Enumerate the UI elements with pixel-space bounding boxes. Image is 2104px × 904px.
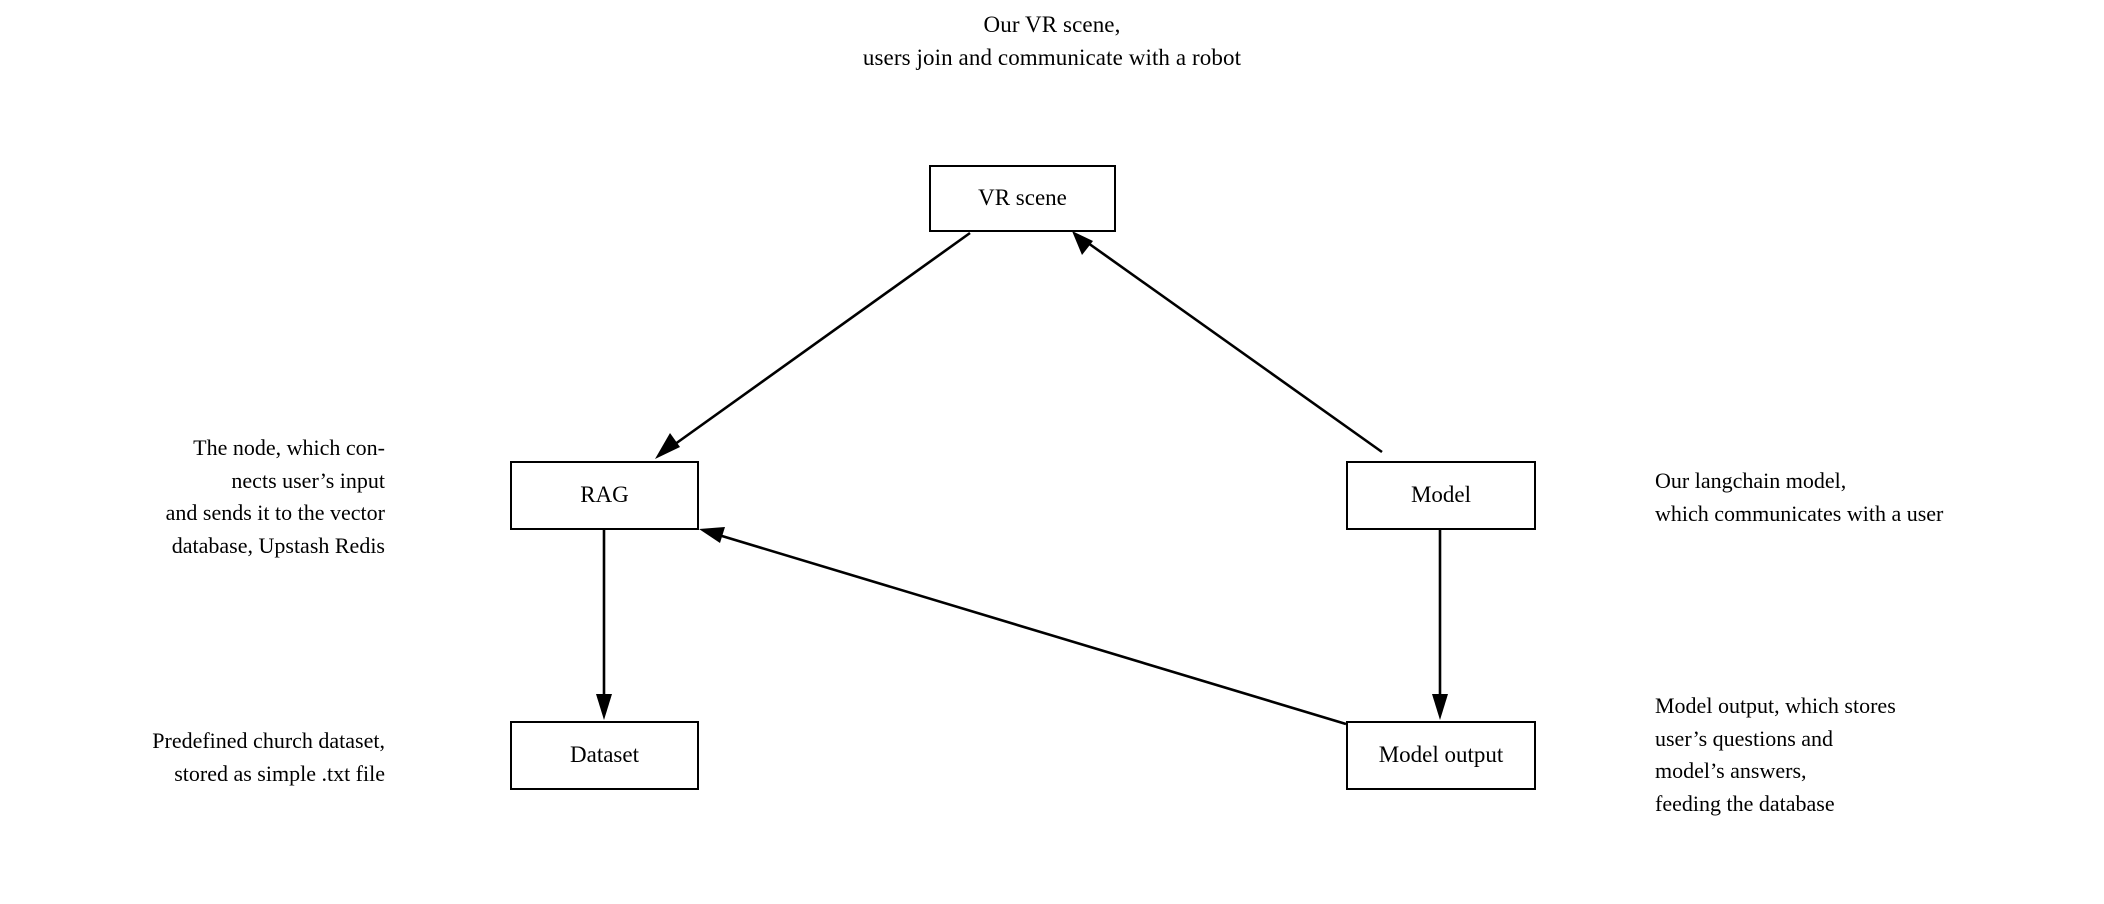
node-model[interactable]: Model <box>1346 461 1536 530</box>
annotation-model: Our langchain model, which communicates … <box>1655 465 2085 530</box>
annotation-model-output-line-4: feeding the database <box>1655 790 1835 816</box>
annotation-dataset-line-2: stored as simple .txt file <box>174 760 385 786</box>
node-model-output[interactable]: Model output <box>1346 721 1536 790</box>
annotation-model-line-2: which communicates with a user <box>1655 500 1944 526</box>
annotation-rag-line-2: nects user’s input <box>231 467 385 493</box>
annotation-rag-line-4: database, Upstash Redis <box>171 532 385 558</box>
node-vr-scene[interactable]: VR scene <box>929 165 1116 232</box>
node-dataset[interactable]: Dataset <box>510 721 699 790</box>
arrow-vr-scene-to-rag <box>655 231 971 459</box>
diagram-title-line-2: users join and communicate with a robot <box>862 45 1242 70</box>
node-vr-scene-label: VR scene <box>978 185 1067 210</box>
diagram-title: Our VR scene, users join and communicate… <box>0 8 2104 74</box>
annotation-dataset-line-1: Predefined church dataset, <box>152 728 385 753</box>
arrow-model-to-vr-scene <box>1072 231 1383 454</box>
node-rag[interactable]: RAG <box>510 461 699 530</box>
annotation-model-output: Model output, which stores user’s questi… <box>1655 690 2085 820</box>
node-rag-label: RAG <box>580 482 629 507</box>
node-model-label: Model <box>1410 482 1472 507</box>
annotation-rag-line-1: The node, which con- <box>193 435 385 460</box>
arrow-model-to-model-output <box>1432 530 1448 720</box>
node-model-output-label: Model output <box>1378 742 1504 767</box>
annotation-model-output-line-1: Model output, which stores <box>1655 693 1896 718</box>
annotation-rag: The node, which con- nects user’s input … <box>0 432 385 562</box>
node-dataset-label: Dataset <box>570 742 639 767</box>
annotation-model-line-1: Our langchain model, <box>1655 468 1847 493</box>
annotation-dataset: Predefined church dataset, stored as sim… <box>0 725 385 790</box>
annotation-model-output-line-3: model’s answers, <box>1655 758 1807 783</box>
annotation-rag-line-3: and sends it to the vector <box>165 500 385 525</box>
arrow-model-output-to-rag <box>699 527 1347 726</box>
diagram-title-line-1: Our VR scene, <box>983 12 1121 37</box>
arrow-rag-to-dataset <box>596 530 612 720</box>
annotation-model-output-line-2: user’s questions and <box>1655 725 1834 751</box>
